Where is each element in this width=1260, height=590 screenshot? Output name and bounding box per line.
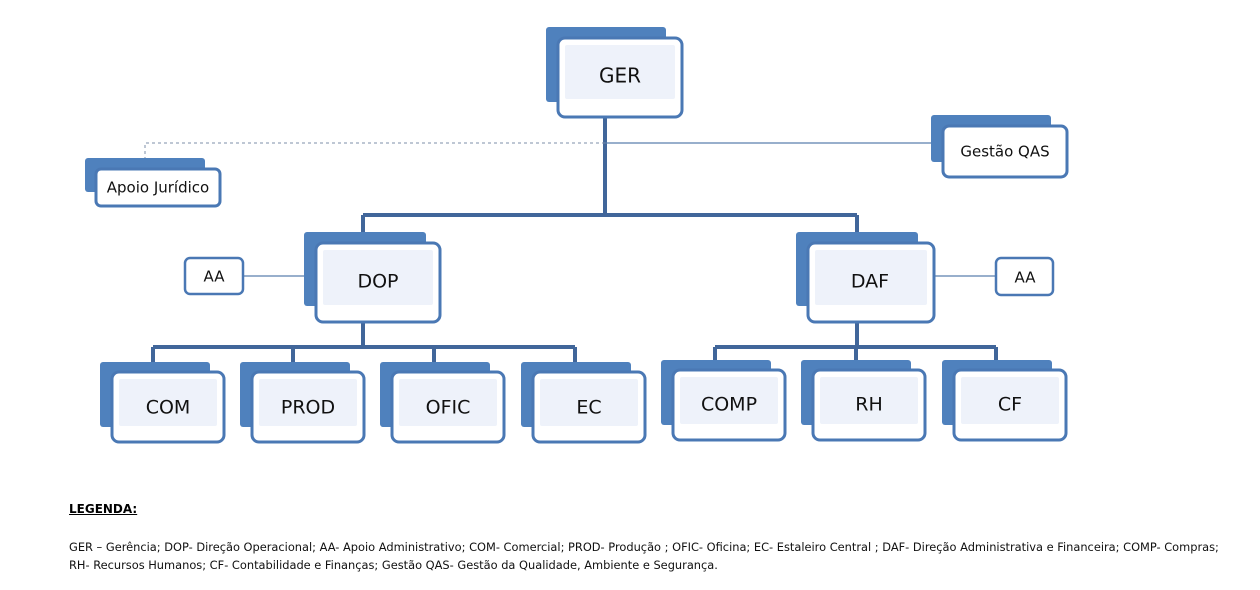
node-gestao-qas: Gestão QAS	[931, 115, 1069, 179]
node-cf: CF	[942, 360, 1068, 442]
node-ger-label: GER	[599, 64, 641, 88]
node-prod: PROD	[240, 362, 366, 444]
legend-title: LEGENDA:	[69, 502, 138, 516]
node-aa-dop: AA	[183, 256, 245, 296]
node-com-label: COM	[146, 397, 191, 419]
node-cf-label: CF	[998, 394, 1022, 416]
node-gestao-qas-label: Gestão QAS	[960, 143, 1049, 161]
node-ec: EC	[521, 362, 647, 444]
connectors	[144, 117, 998, 362]
node-daf-label: DAF	[851, 271, 889, 293]
node-com: COM	[100, 362, 226, 444]
node-daf: DAF	[796, 232, 936, 324]
node-dop-label: DOP	[357, 271, 398, 293]
legend-text: GER – Gerência; DOP- Direção Operacional…	[69, 540, 1219, 572]
node-ofic: OFIC	[380, 362, 506, 444]
node-aa-dop-label: AA	[204, 268, 226, 286]
connector-to-apoio-juridico	[144, 142, 605, 158]
node-apoio-juridico-label: Apoio Jurídico	[107, 179, 209, 197]
node-prod-label: PROD	[281, 397, 335, 419]
node-apoio-juridico: Apoio Jurídico	[85, 158, 222, 208]
node-rh-label: RH	[855, 394, 883, 416]
node-ger: GER	[546, 27, 684, 119]
node-ec-label: EC	[576, 397, 601, 419]
node-comp: COMP	[661, 360, 787, 442]
node-rh: RH	[801, 360, 927, 442]
node-ofic-label: OFIC	[426, 397, 471, 419]
node-aa-daf-label: AA	[1015, 269, 1037, 287]
node-comp-label: COMP	[701, 394, 757, 416]
node-dop: DOP	[304, 232, 442, 324]
node-aa-daf: AA	[994, 256, 1055, 297]
